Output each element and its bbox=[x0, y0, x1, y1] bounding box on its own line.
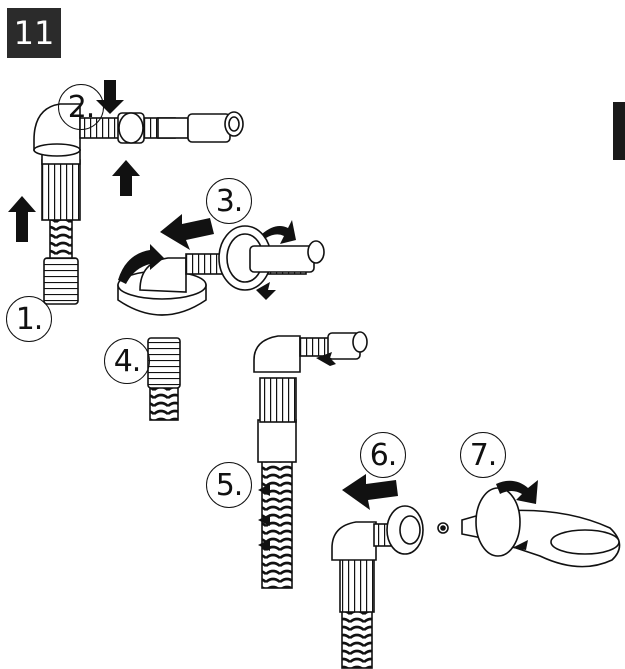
callout-5: 5. bbox=[206, 462, 252, 508]
callout-3: 3. bbox=[206, 178, 252, 224]
arrow-marks-4 bbox=[342, 474, 538, 550]
callout-7: 7. bbox=[460, 432, 506, 478]
arrow-marks-2 bbox=[118, 214, 296, 300]
callout-4: 4. bbox=[104, 338, 150, 384]
callout-6: 6. bbox=[360, 432, 406, 478]
arrow-marks-3 bbox=[258, 352, 336, 551]
elbow-assembly-3 bbox=[253, 331, 368, 589]
callout-2: 2. bbox=[58, 84, 104, 130]
shower-head-assembly bbox=[331, 487, 621, 669]
page-edge-tab bbox=[613, 102, 625, 160]
elbow-assembly-2 bbox=[117, 225, 325, 421]
step-number-badge: 11 bbox=[7, 8, 61, 58]
callout-1: 1. bbox=[6, 296, 52, 342]
